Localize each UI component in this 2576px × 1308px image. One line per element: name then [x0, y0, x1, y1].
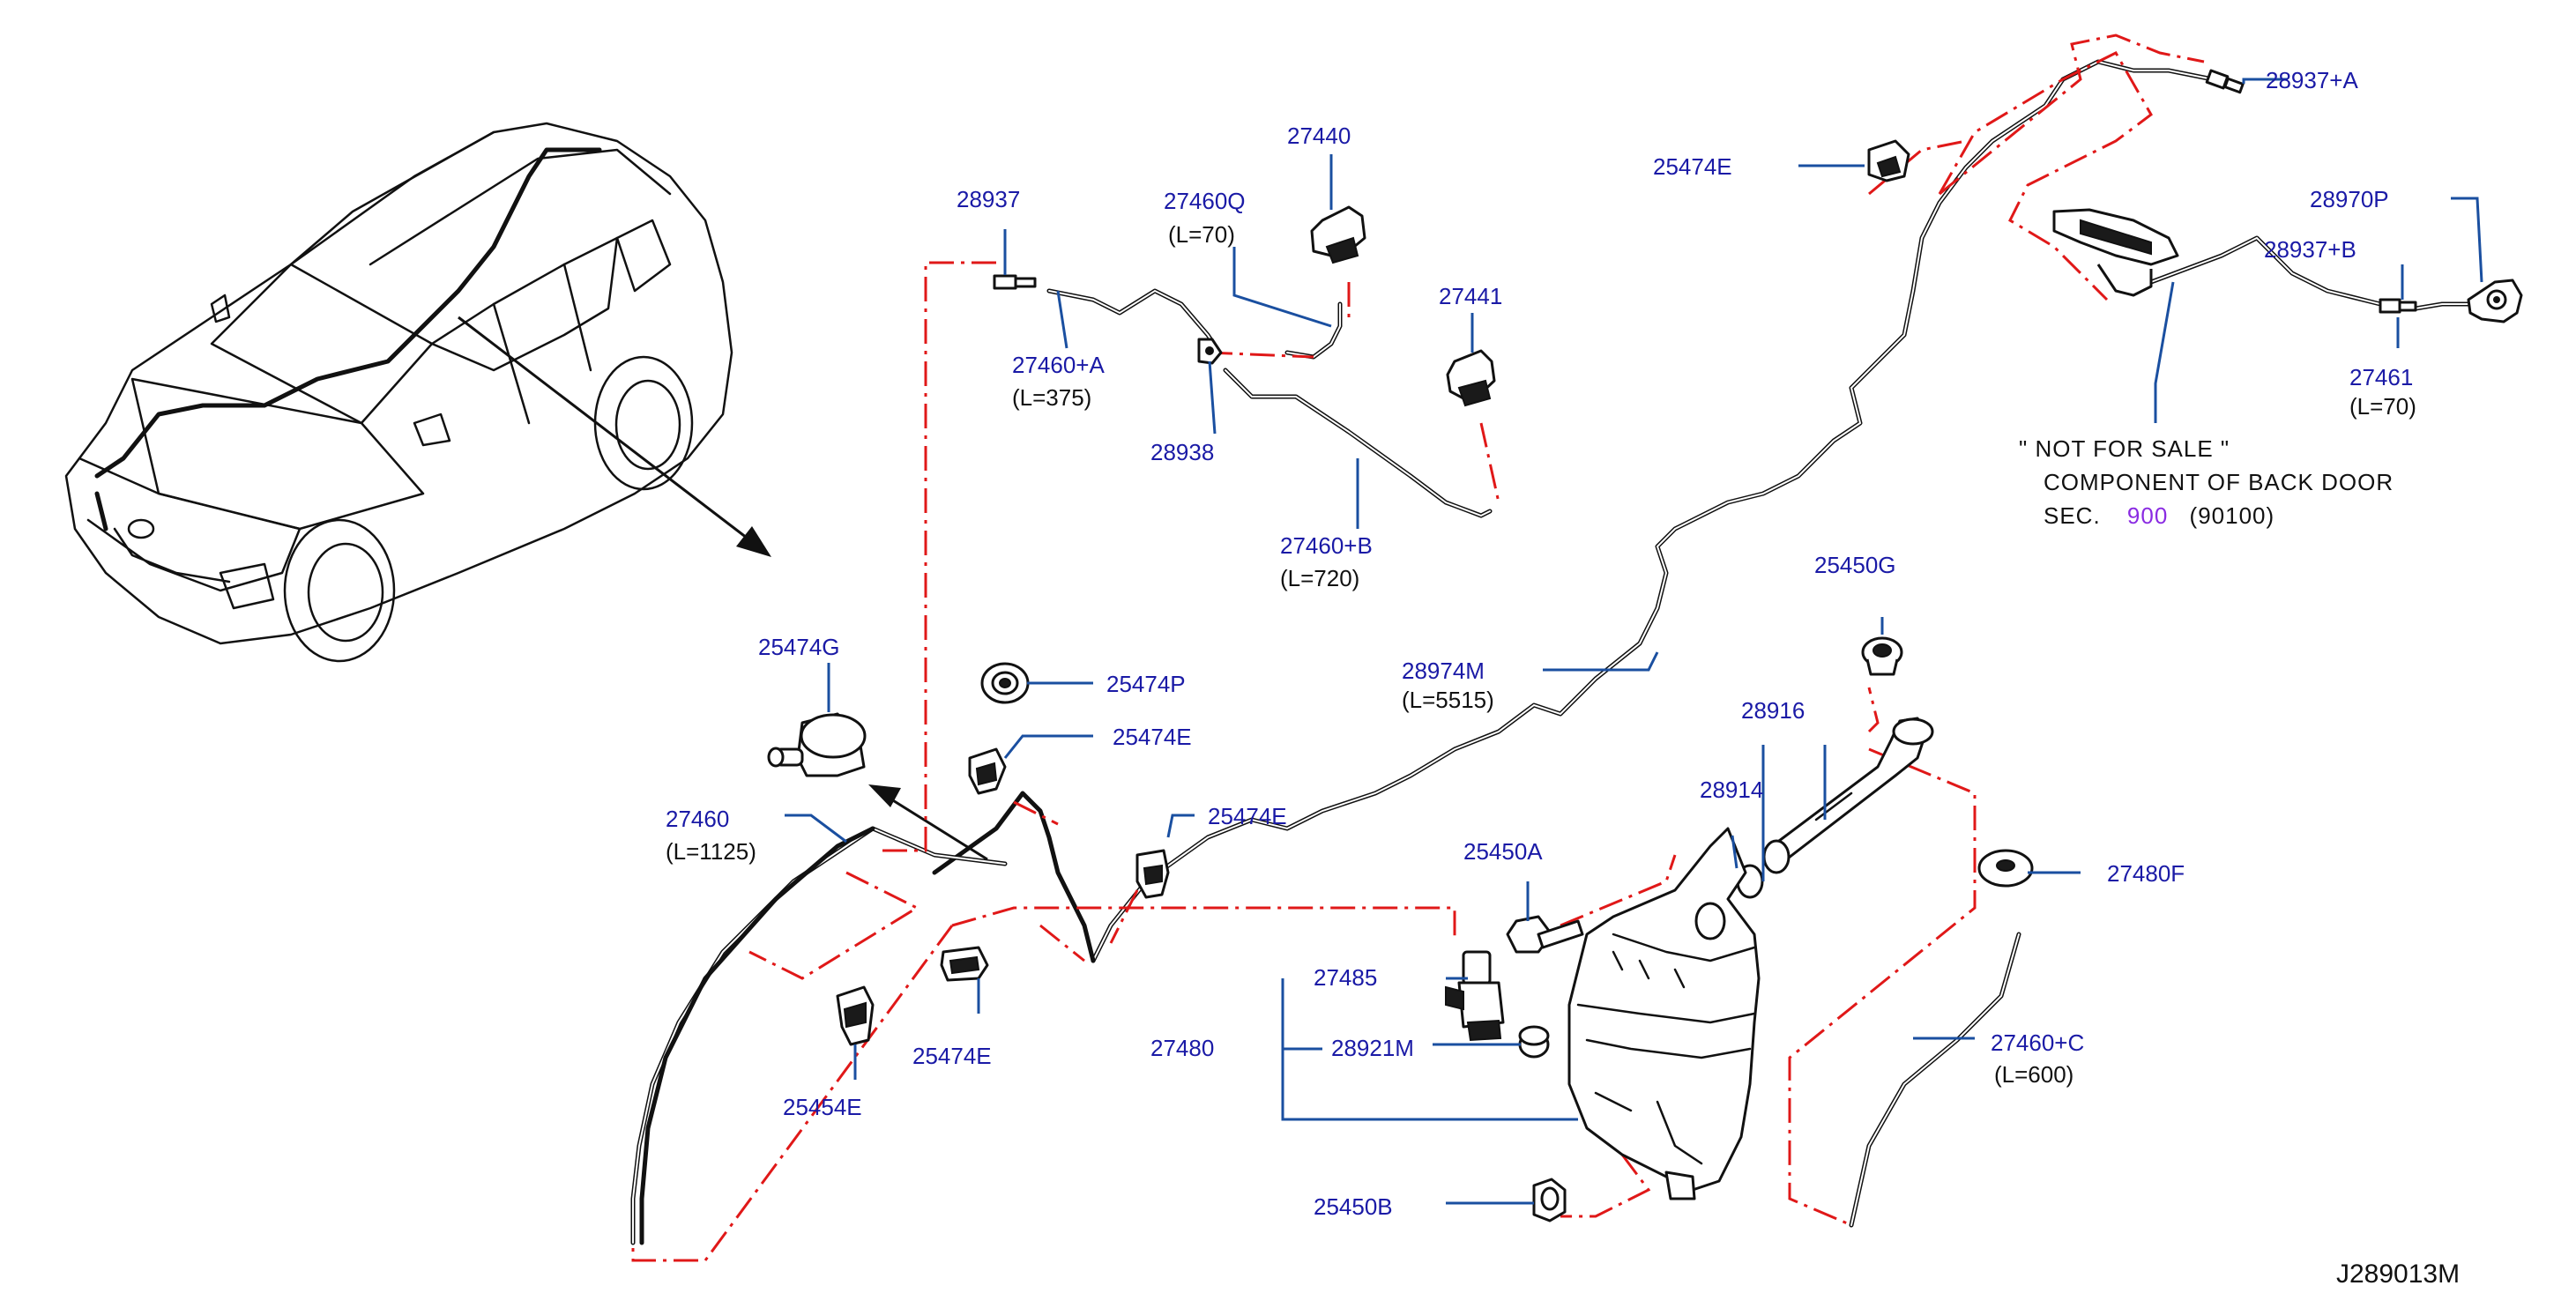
leader-lines — [785, 78, 2483, 1205]
note-line-2: COMPONENT OF BACK DOOR — [2044, 469, 2394, 495]
grommet-25474p-icon — [980, 662, 1030, 704]
clip-25474e-right-icon — [1135, 849, 1170, 899]
note-line-1: " NOT FOR SALE " — [2019, 435, 2230, 462]
label-25474g: 25474G — [758, 634, 840, 660]
label-28937b: 28937+B — [2264, 236, 2356, 263]
label-27460: 27460 — [666, 806, 729, 832]
label-27460b: 27460+B — [1280, 532, 1373, 559]
filler-tube-28916-icon — [1762, 717, 1934, 874]
back-door-garnish-icon — [2052, 208, 2179, 297]
label-25450b: 25450B — [1314, 1193, 1393, 1220]
label-25450a: 25450A — [1463, 838, 1543, 865]
label-27460q: 27460Q — [1164, 188, 1246, 214]
label-27440: 27440 — [1287, 123, 1351, 149]
label-27460a-length: (L=375) — [1012, 384, 1091, 411]
nut-25450b-icon — [1532, 1178, 1567, 1223]
nozzle-27441-icon — [1446, 349, 1496, 407]
label-27460b-length: (L=720) — [1280, 565, 1359, 591]
label-25474e-low: 25474E — [912, 1043, 992, 1069]
grommet-25474g-icon — [767, 712, 867, 777]
joint-28938-icon — [1197, 338, 1223, 365]
label-25450g: 25450G — [1814, 552, 1896, 578]
label-25474p: 25474P — [1106, 671, 1186, 697]
label-28938: 28938 — [1150, 439, 1214, 465]
label-28914: 28914 — [1700, 777, 1763, 803]
backdoor-hoses — [2148, 235, 2471, 311]
assembly-lines — [631, 33, 2205, 1262]
label-27485: 27485 — [1314, 964, 1377, 991]
label-27460a: 27460+A — [1012, 352, 1105, 378]
grommet-28921m-icon — [1518, 1025, 1550, 1059]
clip-25474e-mid-icon — [968, 747, 1007, 795]
label-27480f: 27480F — [2107, 860, 2185, 887]
hose-27460c — [1849, 932, 2021, 1228]
nozzle-27440-icon — [1310, 205, 1366, 264]
not-for-sale-note: " NOT FOR SALE " COMPONENT OF BACK DOOR … — [2019, 435, 2394, 529]
vehicle-illustration — [64, 122, 771, 663]
hose-27460ab — [1046, 288, 1493, 518]
label-28974m: 28974M — [1402, 658, 1485, 684]
nozzle-28970p-icon — [2467, 279, 2523, 323]
diagram-code: J289013M — [2336, 1260, 2460, 1289]
part-labels: 28937 27440 27460Q (L=70) 27441 27460+A … — [666, 67, 2416, 1220]
label-28970p: 28970P — [2310, 186, 2389, 212]
bolt-25450a-icon — [1506, 915, 1584, 954]
label-25474e-top: 25474E — [1653, 153, 1732, 180]
label-27461-length: (L=70) — [2349, 393, 2416, 420]
clip-25474e-top-icon — [1867, 139, 1910, 182]
label-27460q-length: (L=70) — [1168, 221, 1235, 248]
label-28916: 28916 — [1741, 697, 1805, 724]
note-sec-link[interactable]: 900 — [2127, 502, 2168, 529]
hose-28974m — [932, 59, 2215, 963]
label-25474e-mid: 25474E — [1113, 724, 1192, 750]
note-sec-suffix: (90100) — [2190, 502, 2275, 529]
label-28974m-length: (L=5515) — [1402, 687, 1494, 713]
label-27461: 27461 — [2349, 364, 2413, 390]
note-line-3: SEC. 900 (90100) — [2044, 502, 2274, 529]
bracket-25454e-icon — [836, 985, 875, 1046]
label-25474e-right: 25474E — [1208, 803, 1287, 829]
label-27441: 27441 — [1439, 283, 1502, 309]
label-27480: 27480 — [1150, 1035, 1214, 1061]
label-28921m: 28921M — [1331, 1035, 1414, 1061]
check-valve-28937a-icon — [2205, 69, 2245, 94]
label-25454e: 25454E — [783, 1094, 862, 1120]
check-valve-28937-icon — [993, 274, 1037, 290]
note-sec-prefix: SEC. — [2044, 502, 2101, 529]
cap-25450g-icon — [1861, 636, 1903, 676]
pump-27485-icon — [1445, 950, 1505, 1042]
label-28937a: 28937+A — [2266, 67, 2358, 93]
label-27460-length: (L=1125) — [666, 838, 756, 865]
label-27460c: 27460+C — [1991, 1029, 2084, 1056]
clip-25474e-low-icon — [940, 946, 989, 982]
reservoir-tank-27480-icon — [1567, 827, 1761, 1200]
check-valve-28937b-icon — [2379, 298, 2417, 314]
seal-27480f-icon — [1977, 849, 2034, 888]
hose-27460 — [630, 784, 1008, 1245]
label-27460c-length: (L=600) — [1994, 1061, 2073, 1088]
label-28937: 28937 — [957, 186, 1020, 212]
components — [767, 69, 2523, 1223]
